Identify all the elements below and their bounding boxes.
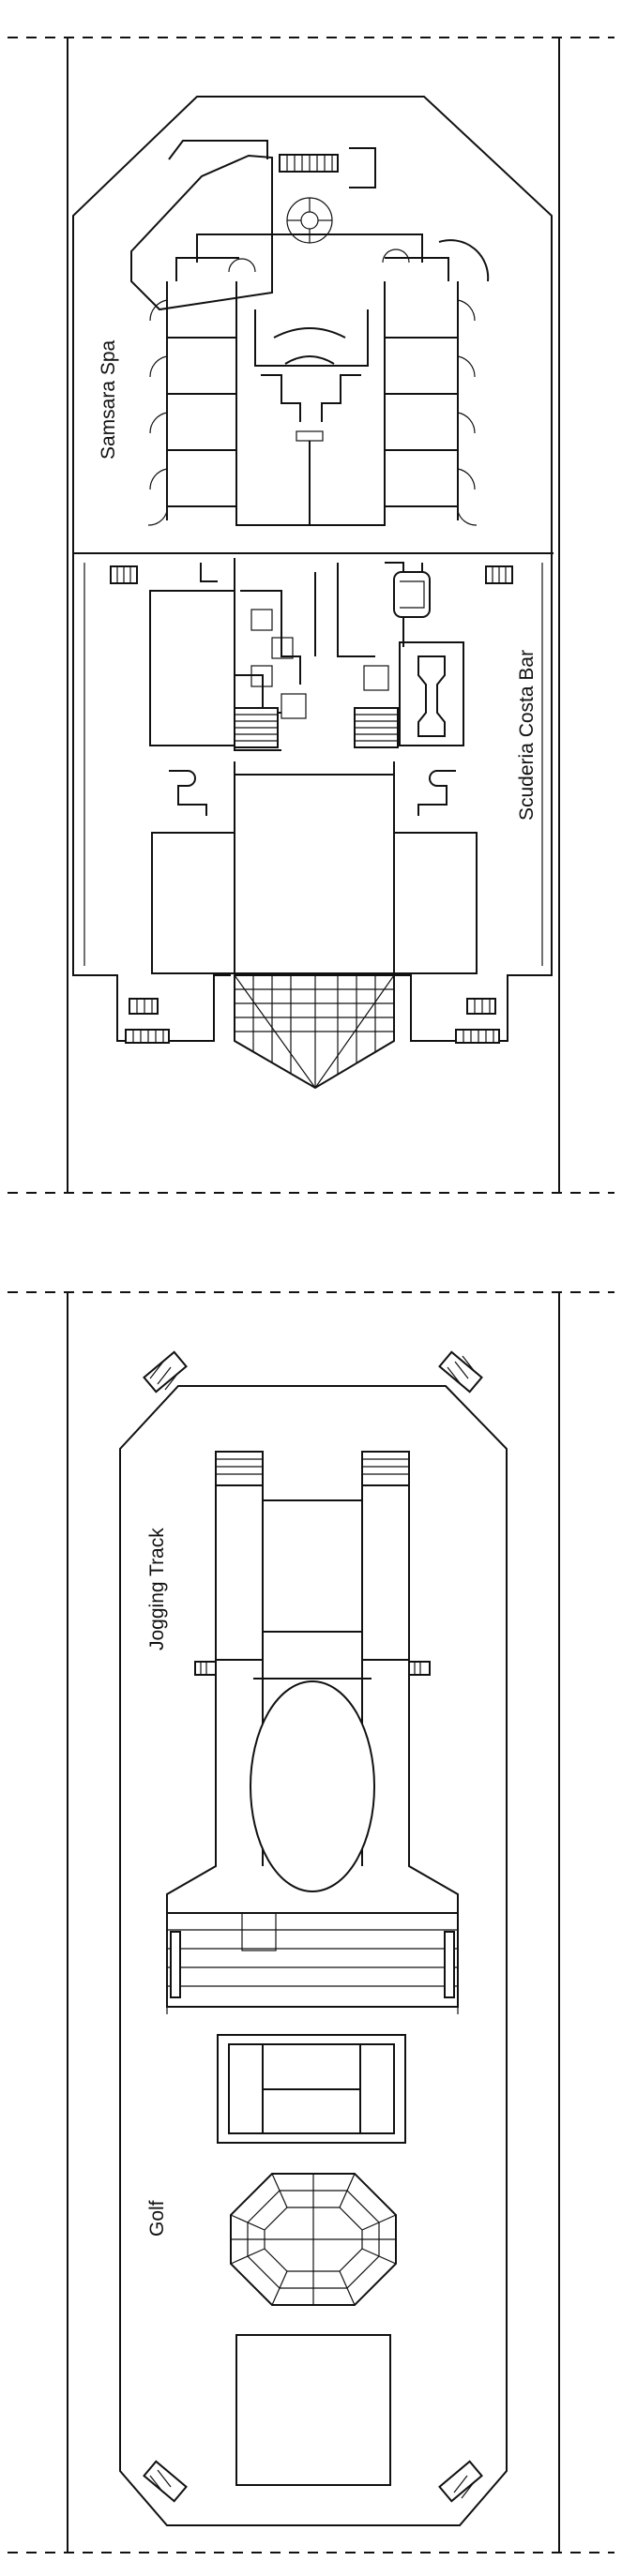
forward-room-left — [130, 154, 273, 311]
spa-treatment-rooms-right — [384, 281, 478, 526]
golf-area — [230, 2173, 397, 2306]
deck1-hull-outline — [72, 96, 553, 553]
deck2-hull-outline — [119, 1385, 508, 2526]
upper-deck-plan: Samsara Spa Scuderia Costa Bar — [8, 37, 614, 1194]
scuderia-costa-bar-label: Scuderia Costa Bar — [516, 650, 538, 821]
jogging-track-area — [166, 1451, 459, 1914]
pool-ellipse — [250, 1680, 375, 1892]
golf-label: Golf — [146, 2200, 168, 2237]
jogging-track-label: Jogging Track — [146, 1528, 168, 1650]
aft-grid — [234, 974, 395, 1090]
samsara-spa-label: Samsara Spa — [98, 339, 119, 459]
spa-treatment-rooms-left — [147, 281, 237, 526]
lower-deck-plan: Jogging Track Golf — [8, 1291, 614, 2553]
